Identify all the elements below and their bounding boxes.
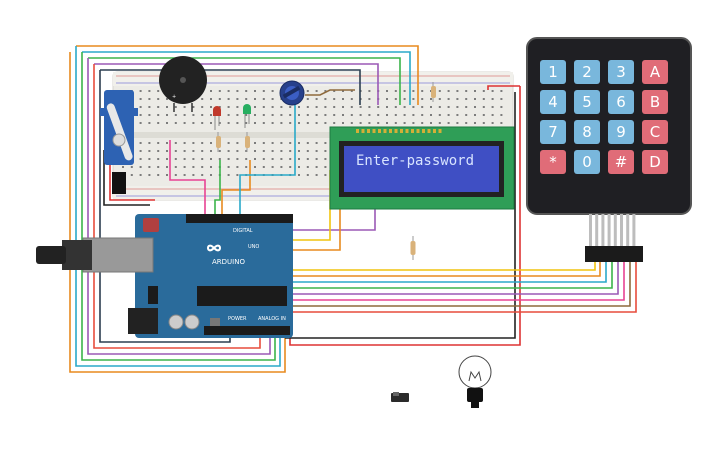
keypad-key-label: 2 — [582, 63, 592, 81]
keypad-key[interactable]: 9 — [608, 120, 634, 144]
keypad-key-label: 3 — [616, 63, 626, 81]
keypad-key-label: 4 — [548, 93, 558, 111]
keypad-key[interactable]: 2 — [574, 60, 600, 84]
loose-resistor[interactable] — [410, 236, 416, 260]
keypad-key[interactable]: 8 — [574, 120, 600, 144]
keypad-key[interactable]: D — [642, 150, 668, 174]
resistor — [431, 82, 436, 102]
arduino-brand: ARDUINO — [212, 258, 245, 266]
arduino-uno[interactable]: ARDUINO UNO DIGITAL POWER ANALOG IN — [36, 214, 293, 338]
lcd-text: Enter-password — [356, 153, 474, 169]
keypad-key[interactable]: C — [642, 120, 668, 144]
keypad-key[interactable]: B — [642, 90, 668, 114]
slide-switch[interactable] — [391, 392, 409, 402]
potentiometer[interactable] — [279, 80, 305, 106]
power-label: POWER — [228, 316, 247, 322]
piezo-buzzer[interactable]: + — [159, 56, 207, 112]
svg-text:+: + — [172, 94, 176, 100]
analog-label: ANALOG IN — [258, 316, 286, 322]
resistor — [216, 132, 221, 152]
keypad-key[interactable]: 0 — [574, 150, 600, 174]
digital-label: DIGITAL — [233, 228, 253, 234]
keypad-key-label: 9 — [616, 123, 626, 141]
keypad-key[interactable]: A — [642, 60, 668, 84]
red-led[interactable] — [213, 106, 221, 130]
keypad-key-label: 1 — [548, 63, 558, 81]
keypad-key-label: * — [549, 153, 557, 171]
keypad-key-label: B — [650, 93, 660, 111]
keypad-key-label: A — [650, 63, 661, 81]
keypad-key[interactable]: 4 — [540, 90, 566, 114]
keypad-key[interactable]: * — [540, 150, 566, 174]
keypad-key-label: # — [615, 153, 628, 171]
keypad[interactable]: 1 2 3 A 4 5 6 B 7 8 9 C * 0 # D — [526, 37, 692, 262]
keypad-key-label: 0 — [582, 153, 592, 171]
keypad-key-label: 7 — [548, 123, 558, 141]
light-bulb[interactable] — [458, 355, 492, 408]
keypad-key-label: 8 — [582, 123, 592, 141]
resistor — [245, 132, 250, 152]
infinity-logo-icon — [207, 244, 221, 252]
keypad-key-label: D — [649, 153, 661, 171]
arduino-model: UNO — [248, 244, 259, 250]
keypad-key[interactable]: 5 — [574, 90, 600, 114]
keypad-key[interactable]: # — [608, 150, 634, 174]
servo-motor[interactable] — [100, 90, 138, 194]
keypad-key-label: C — [650, 123, 660, 141]
green-led[interactable] — [243, 104, 251, 128]
keypad-key-label: 5 — [582, 93, 592, 111]
lcd-display[interactable]: Enter-password — [329, 126, 515, 210]
keypad-key-label: 6 — [616, 93, 626, 111]
keypad-key[interactable]: 1 — [540, 60, 566, 84]
keypad-key[interactable]: 7 — [540, 120, 566, 144]
keypad-key[interactable]: 6 — [608, 90, 634, 114]
keypad-key[interactable]: 3 — [608, 60, 634, 84]
